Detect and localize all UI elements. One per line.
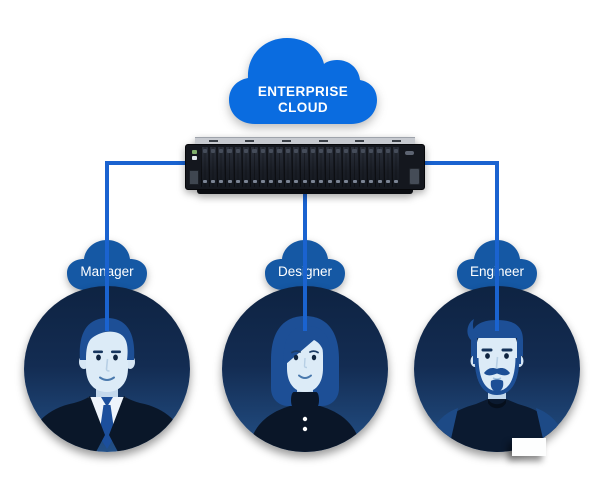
- drive-bay: [242, 147, 250, 187]
- enterprise-cloud-title: ENTERPRISE CLOUD: [227, 84, 379, 116]
- drive-bay: [325, 147, 333, 187]
- connector-right-vertical: [495, 161, 499, 331]
- right-latch: [409, 168, 420, 185]
- power-led-icon: [191, 150, 197, 154]
- drive-bay: [283, 147, 292, 187]
- server-chassis: [185, 144, 425, 190]
- status-led-icon: [191, 156, 197, 160]
- connector-left-vertical: [105, 161, 109, 331]
- drive-bay: [300, 147, 308, 187]
- rail-tick: [355, 140, 365, 142]
- drive-bay: [267, 147, 275, 187]
- drive-bay: [217, 147, 225, 187]
- drive-bay: [317, 147, 325, 187]
- manager-avatar-circle: [24, 286, 190, 452]
- designer-avatar: [248, 316, 362, 452]
- rail-tick: [392, 140, 402, 142]
- cloud-title-line1: ENTERPRISE: [257, 84, 349, 99]
- server-top-rail: [195, 137, 415, 144]
- drive-bay: [258, 147, 267, 187]
- connector-center-vertical: [303, 183, 307, 331]
- connector-left-horizontal: [105, 161, 189, 165]
- server-base: [197, 190, 413, 194]
- drive-bay: [233, 147, 242, 187]
- engineer-avatar: [426, 319, 568, 452]
- connector-right-horizontal: [421, 161, 499, 165]
- drive-bay: [342, 147, 350, 187]
- drive-bay: [333, 147, 342, 187]
- drive-bay: [392, 147, 400, 187]
- watermark-box: [512, 438, 546, 456]
- rail-tick: [245, 140, 255, 142]
- drive-bay: [225, 147, 233, 187]
- rail-tick: [282, 140, 292, 142]
- drive-bay: [358, 147, 367, 187]
- drive-bay: [350, 147, 358, 187]
- cloud-icon: [229, 38, 377, 124]
- right-led-icon: [405, 151, 414, 155]
- drive-bay: [375, 147, 383, 187]
- drive-bay: [275, 147, 283, 187]
- rail-tick: [208, 140, 218, 142]
- drive-bay: [200, 147, 208, 187]
- manager-avatar: [26, 318, 188, 452]
- drive-bay: [367, 147, 375, 187]
- drive-bay-array: [200, 147, 400, 187]
- drive-bay: [250, 147, 258, 187]
- server-left-panel: [188, 147, 200, 187]
- drive-bay: [208, 147, 217, 187]
- server-right-panel: [400, 147, 422, 187]
- rail-tick: [318, 140, 328, 142]
- enterprise-cloud: ENTERPRISE CLOUD: [227, 34, 379, 128]
- drive-bay: [292, 147, 300, 187]
- drive-bay: [308, 147, 317, 187]
- cloud-title-line2: CLOUD: [278, 100, 328, 115]
- rack-server: [185, 137, 425, 194]
- left-latch: [189, 170, 199, 185]
- drive-bay: [383, 147, 392, 187]
